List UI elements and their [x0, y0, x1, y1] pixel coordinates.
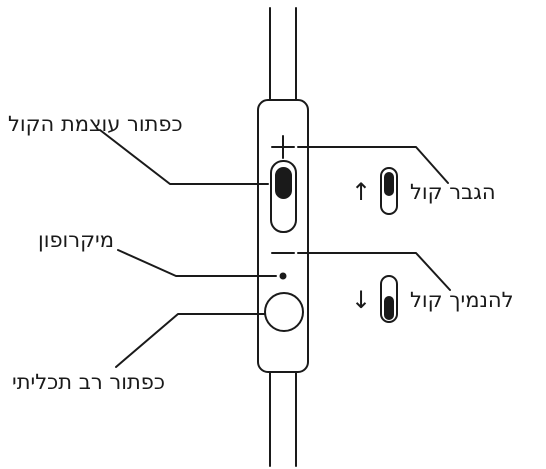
volume-up-switch-knob: [384, 172, 394, 196]
volume-button-leader: [99, 129, 269, 185]
microphone-leader: [117, 249, 277, 277]
volume-rocker-knob: [275, 167, 292, 199]
volume-down-switch-knob: [384, 296, 394, 320]
volume-up-switch-icon: [380, 167, 398, 215]
multi-button-label: כפתור רב תכליתי: [12, 370, 165, 394]
volume-up-plus-icon: [271, 135, 295, 159]
multi-button-leader: [115, 313, 266, 368]
microphone-hole: [279, 272, 287, 280]
down-arrow-icon: ↓: [351, 286, 372, 314]
volume-down-label: להנמיך קול: [410, 288, 514, 312]
up-arrow-icon: ↑: [351, 178, 372, 206]
volume-down-switch-icon: [380, 275, 398, 323]
microphone-label: מיקרופון: [38, 228, 114, 252]
volume-down-leader: [297, 252, 451, 291]
volume-rocker-switch: [270, 160, 297, 233]
volume-button-label: כפתור עוצמת הקול: [8, 112, 183, 136]
multi-function-button-shape: [264, 292, 304, 332]
volume-up-leader: [297, 146, 449, 184]
remote-body: [257, 99, 309, 373]
cable-top: [269, 7, 297, 101]
volume-up-label: הגבר קול: [410, 180, 496, 204]
cable-bottom: [269, 371, 297, 467]
